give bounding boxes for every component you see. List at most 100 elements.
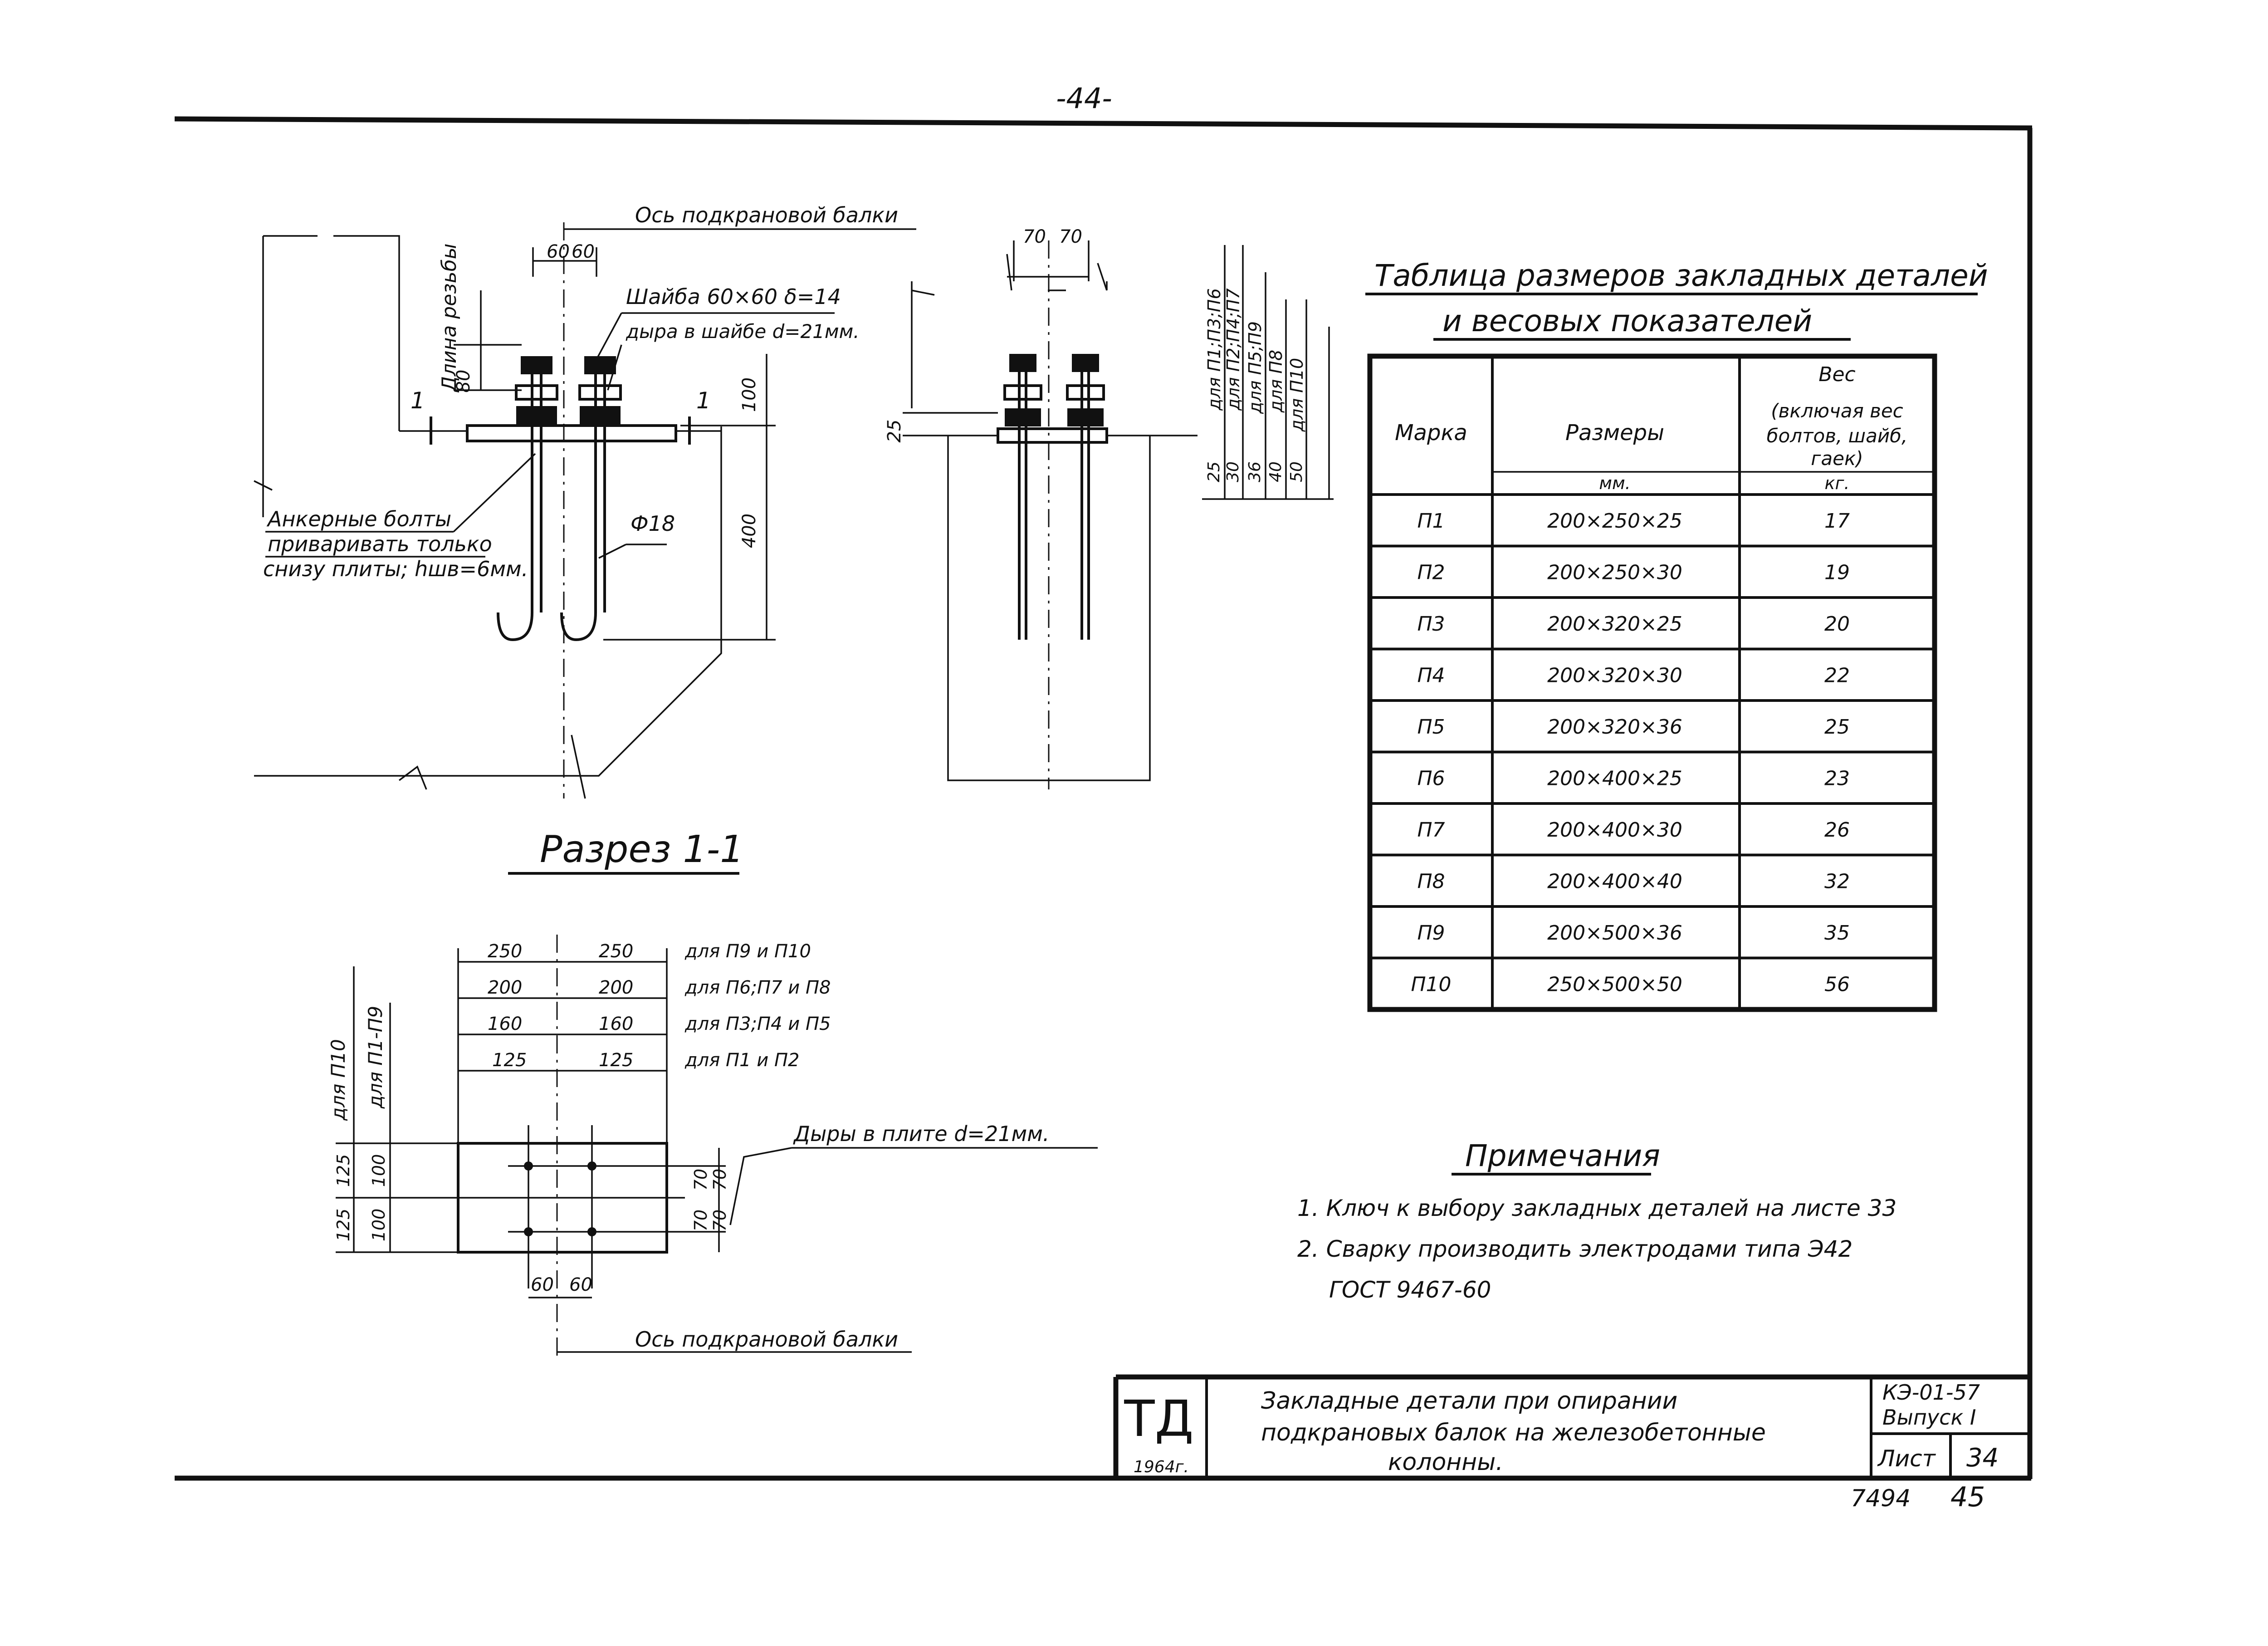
header-unit-mm: мм. (1599, 473, 1630, 493)
table-cell-size: 200×250×30 (1547, 561, 1682, 584)
row1-left: 250 (488, 941, 522, 962)
table-cell-weight: 20 (1824, 612, 1850, 636)
row2-label: для П6;П7 и П8 (684, 977, 831, 998)
table-cell-size: 250×500×50 (1547, 973, 1682, 996)
header-weight-note-2: болтов, шайб, (1767, 425, 1908, 447)
variant-dim-3: 36 (1246, 461, 1264, 482)
washer-hole-label: дыра в шайбе d=21мм. (626, 320, 860, 343)
table-cell-mark: П7 (1417, 818, 1445, 842)
dim-70-right: 70 (1059, 226, 1082, 247)
variant-dim-5: 50 (1287, 461, 1306, 482)
dim-25-side: 25 (884, 420, 905, 443)
table-cell-mark: П1 (1417, 509, 1445, 533)
side-plate (997, 427, 1108, 444)
bottom-dim-60-right: 60 (569, 1274, 592, 1295)
title-block: ТД 1964г. Закладные детали при опирании … (1113, 1374, 2031, 1513)
row4-left: 125 (492, 1050, 527, 1071)
row4-label: для П1 и П2 (684, 1050, 799, 1071)
org-logo: ТД (1124, 1390, 1193, 1448)
right-dim-70a: 70 (691, 1169, 711, 1190)
sheet-label: Лист (1877, 1445, 1936, 1472)
table-cell-mark: П4 (1417, 664, 1445, 687)
table-cell-size: 200×400×25 (1547, 767, 1682, 790)
section-1-1: Разрез 1-1 250 250 для П9 и П10 200 200 … (327, 828, 1098, 1361)
dim-100: 100 (739, 377, 760, 412)
nut-lower-left (516, 406, 557, 424)
notes-title: Примечания (1465, 1138, 1660, 1173)
table-cell-weight: 26 (1824, 818, 1850, 842)
embedded-plate (466, 424, 677, 442)
bottom-dim-60-left: 60 (531, 1274, 554, 1295)
anchor-label-2: приваривать только (268, 532, 492, 556)
table-cell-weight: 25 (1824, 715, 1850, 739)
page-ref: 45 (1950, 1481, 1985, 1513)
left-dim-100-bot: 100 (369, 1209, 389, 1242)
anchor-label-1: Анкерные болты (266, 507, 451, 531)
dim-70-left: 70 (1023, 226, 1046, 247)
header-weight: Вес (1818, 363, 1855, 386)
table-title-1: Таблица размеров закладных деталей (1374, 258, 1988, 293)
side-view: 70 70 25 для П1;П3;П6 для П2;П4;П7 (884, 226, 1334, 789)
title-line-2: подкрановых балок на железобетонные (1261, 1419, 1766, 1446)
dim-60-left: 60 (547, 241, 570, 262)
header-mark: Марка (1395, 420, 1467, 446)
variant-dim-2: 30 (1224, 461, 1242, 482)
thread-length-label: Длина резьбы (438, 243, 461, 392)
anchor-label-3: снизу плиты; hшв=6мм. (263, 557, 528, 581)
elevation-axis-label: Ось подкрановой балки (635, 203, 898, 227)
header-sizes: Размеры (1565, 420, 1664, 446)
right-dim-70d: 70 (710, 1210, 730, 1231)
left-dim-125-bot: 125 (333, 1209, 353, 1242)
table-cell-weight: 22 (1824, 664, 1850, 687)
variant-label-5: для П10 (1287, 358, 1307, 432)
section-mark-right: 1 (696, 387, 711, 414)
variant-dim-1: 25 (1205, 461, 1223, 482)
table-cell-weight: 56 (1824, 973, 1850, 996)
row3-right: 160 (599, 1014, 633, 1034)
sheet-number: 34 (1966, 1443, 1999, 1473)
table-cell-weight: 35 (1824, 921, 1850, 945)
variant-label-4: для П8 (1266, 350, 1286, 413)
nut-lower-right (580, 406, 621, 424)
table-cell-size: 200×320×25 (1547, 612, 1682, 636)
left-dim-125-top: 125 (333, 1154, 353, 1187)
table-cell-size: 200×400×30 (1547, 818, 1682, 842)
sizes-weights-table: Таблица размеров закладных деталей и вес… (1365, 258, 1988, 1012)
inventory-number: 7494 (1851, 1485, 1911, 1512)
section-mark-left: 1 (411, 387, 425, 414)
table-cell-size: 200×500×36 (1547, 921, 1682, 945)
table-title-2: и весовых показателей (1442, 304, 1812, 338)
elevation-view: Ось подкрановой балки Длина резьбы 80 60… (254, 203, 916, 799)
row1-right: 250 (599, 941, 633, 962)
variant-label-3: для П5;П9 (1245, 321, 1265, 414)
left-dim-100-top: 100 (369, 1154, 389, 1187)
header-weight-note-1: (включая вес (1771, 400, 1903, 422)
table-cell-mark: П3 (1417, 612, 1445, 636)
dim-60-right: 60 (572, 241, 595, 262)
section-dim-rows: 250 250 для П9 и П10 200 200 для П6;П7 и… (457, 941, 831, 1143)
variant-label-1: для П1;П3;П6 (1204, 288, 1224, 411)
doc-code: КЭ-01-57 (1882, 1380, 1980, 1405)
variant-dim-4: 40 (1266, 461, 1285, 482)
table-cell-mark: П6 (1417, 767, 1445, 790)
nut-left (521, 356, 552, 374)
table-cell-mark: П2 (1417, 561, 1445, 584)
header-weight-note-3: гаек) (1811, 447, 1863, 470)
table-cell-weight: 19 (1824, 561, 1850, 584)
section-title: Разрез 1-1 (540, 828, 743, 871)
row3-left: 160 (488, 1014, 522, 1034)
variant-labels: для П1;П3;П6 для П2;П4;П7 для П5;П9 для … (1202, 245, 1334, 500)
table-cell-weight: 17 (1824, 509, 1850, 533)
dim-80: 80 (453, 370, 474, 393)
sheet-frame (174, 116, 2033, 1481)
washer-left (515, 384, 558, 401)
washer-label: Шайба 60×60 δ=14 (626, 284, 841, 309)
row1-label: для П9 и П10 (684, 941, 811, 962)
table-cell-mark: П9 (1417, 921, 1445, 945)
variant-label-2: для П2;П4;П7 (1223, 288, 1243, 411)
vert-label-p10: для П10 (327, 1039, 349, 1121)
right-dim-70b: 70 (710, 1169, 730, 1190)
